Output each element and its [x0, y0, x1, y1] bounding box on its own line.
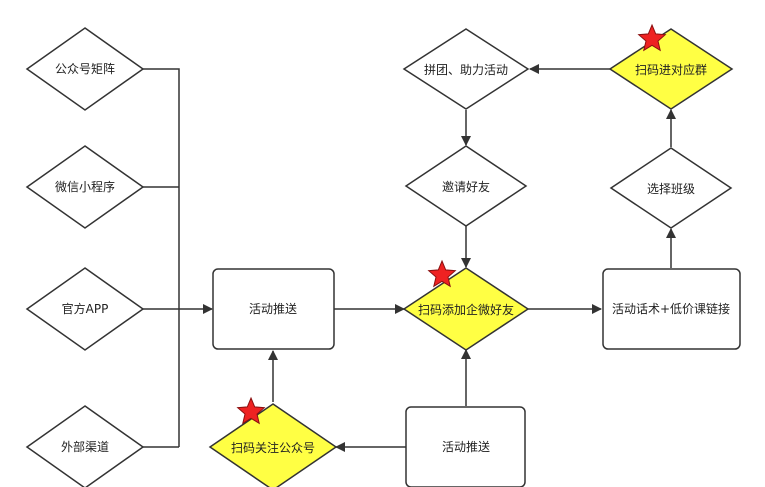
diamond-shape — [208, 403, 338, 487]
node-scan-add-wecom: 扫码添加企微好友 — [402, 267, 530, 351]
node-choose-class: 选择班级 — [609, 147, 733, 229]
node-scan-join-group: 扫码进对应群 — [608, 28, 734, 110]
node-activity-push-lower: 活动推送 — [405, 406, 526, 487]
node-label: 微信小程序 — [55, 179, 115, 194]
node-label: 活动推送 — [249, 301, 297, 316]
node-label: 邀请好友 — [442, 179, 490, 194]
node-label: 活动话术+低价课链接 — [612, 301, 730, 316]
node-activity-push-main: 活动推送 — [212, 268, 335, 350]
node-label: 扫码关注公众号 — [231, 440, 315, 455]
diamond-shape — [609, 147, 733, 229]
node-label: 拼团、助力活动 — [424, 63, 508, 77]
node-gzh-matrix: 公众号矩阵 — [25, 27, 145, 111]
node-label: 扫码进对应群 — [635, 62, 707, 77]
star-icon — [637, 23, 667, 52]
diamond-shape — [25, 267, 145, 351]
node-group-help-activity: 拼团、助力活动 — [402, 28, 530, 110]
node-label: 外部渠道 — [61, 439, 109, 454]
node-official-app: 官方APP — [25, 267, 145, 351]
diamond-shape — [402, 267, 530, 351]
node-label: 选择班级 — [647, 182, 695, 196]
node-label: 活动推送 — [442, 439, 490, 454]
node-scan-follow-gzh: 扫码关注公众号 — [208, 403, 338, 487]
diamond-shape — [25, 27, 145, 111]
diamond-shape — [404, 145, 528, 227]
edge-gzh-matrix-to-trunk — [143, 68, 180, 447]
diamond-shape — [25, 405, 145, 487]
rect-shape — [405, 406, 526, 487]
diamond-shape — [25, 145, 145, 229]
diamond-shape — [608, 28, 734, 110]
connectors — [143, 64, 676, 452]
node-mini-program: 微信小程序 — [25, 145, 145, 229]
node-pitch-low-price: 活动话术+低价课链接 — [602, 268, 741, 350]
node-invite-friends: 邀请好友 — [404, 145, 528, 227]
star-icon — [236, 396, 266, 425]
node-label: 公众号矩阵 — [55, 62, 115, 76]
star-icon — [427, 259, 457, 288]
diamond-shape — [402, 28, 530, 110]
node-external-channel: 外部渠道 — [25, 405, 145, 487]
node-label: 官方APP — [62, 301, 109, 316]
rect-shape — [602, 268, 741, 350]
node-label: 扫码添加企微好友 — [418, 302, 514, 317]
rect-shape — [212, 268, 335, 350]
